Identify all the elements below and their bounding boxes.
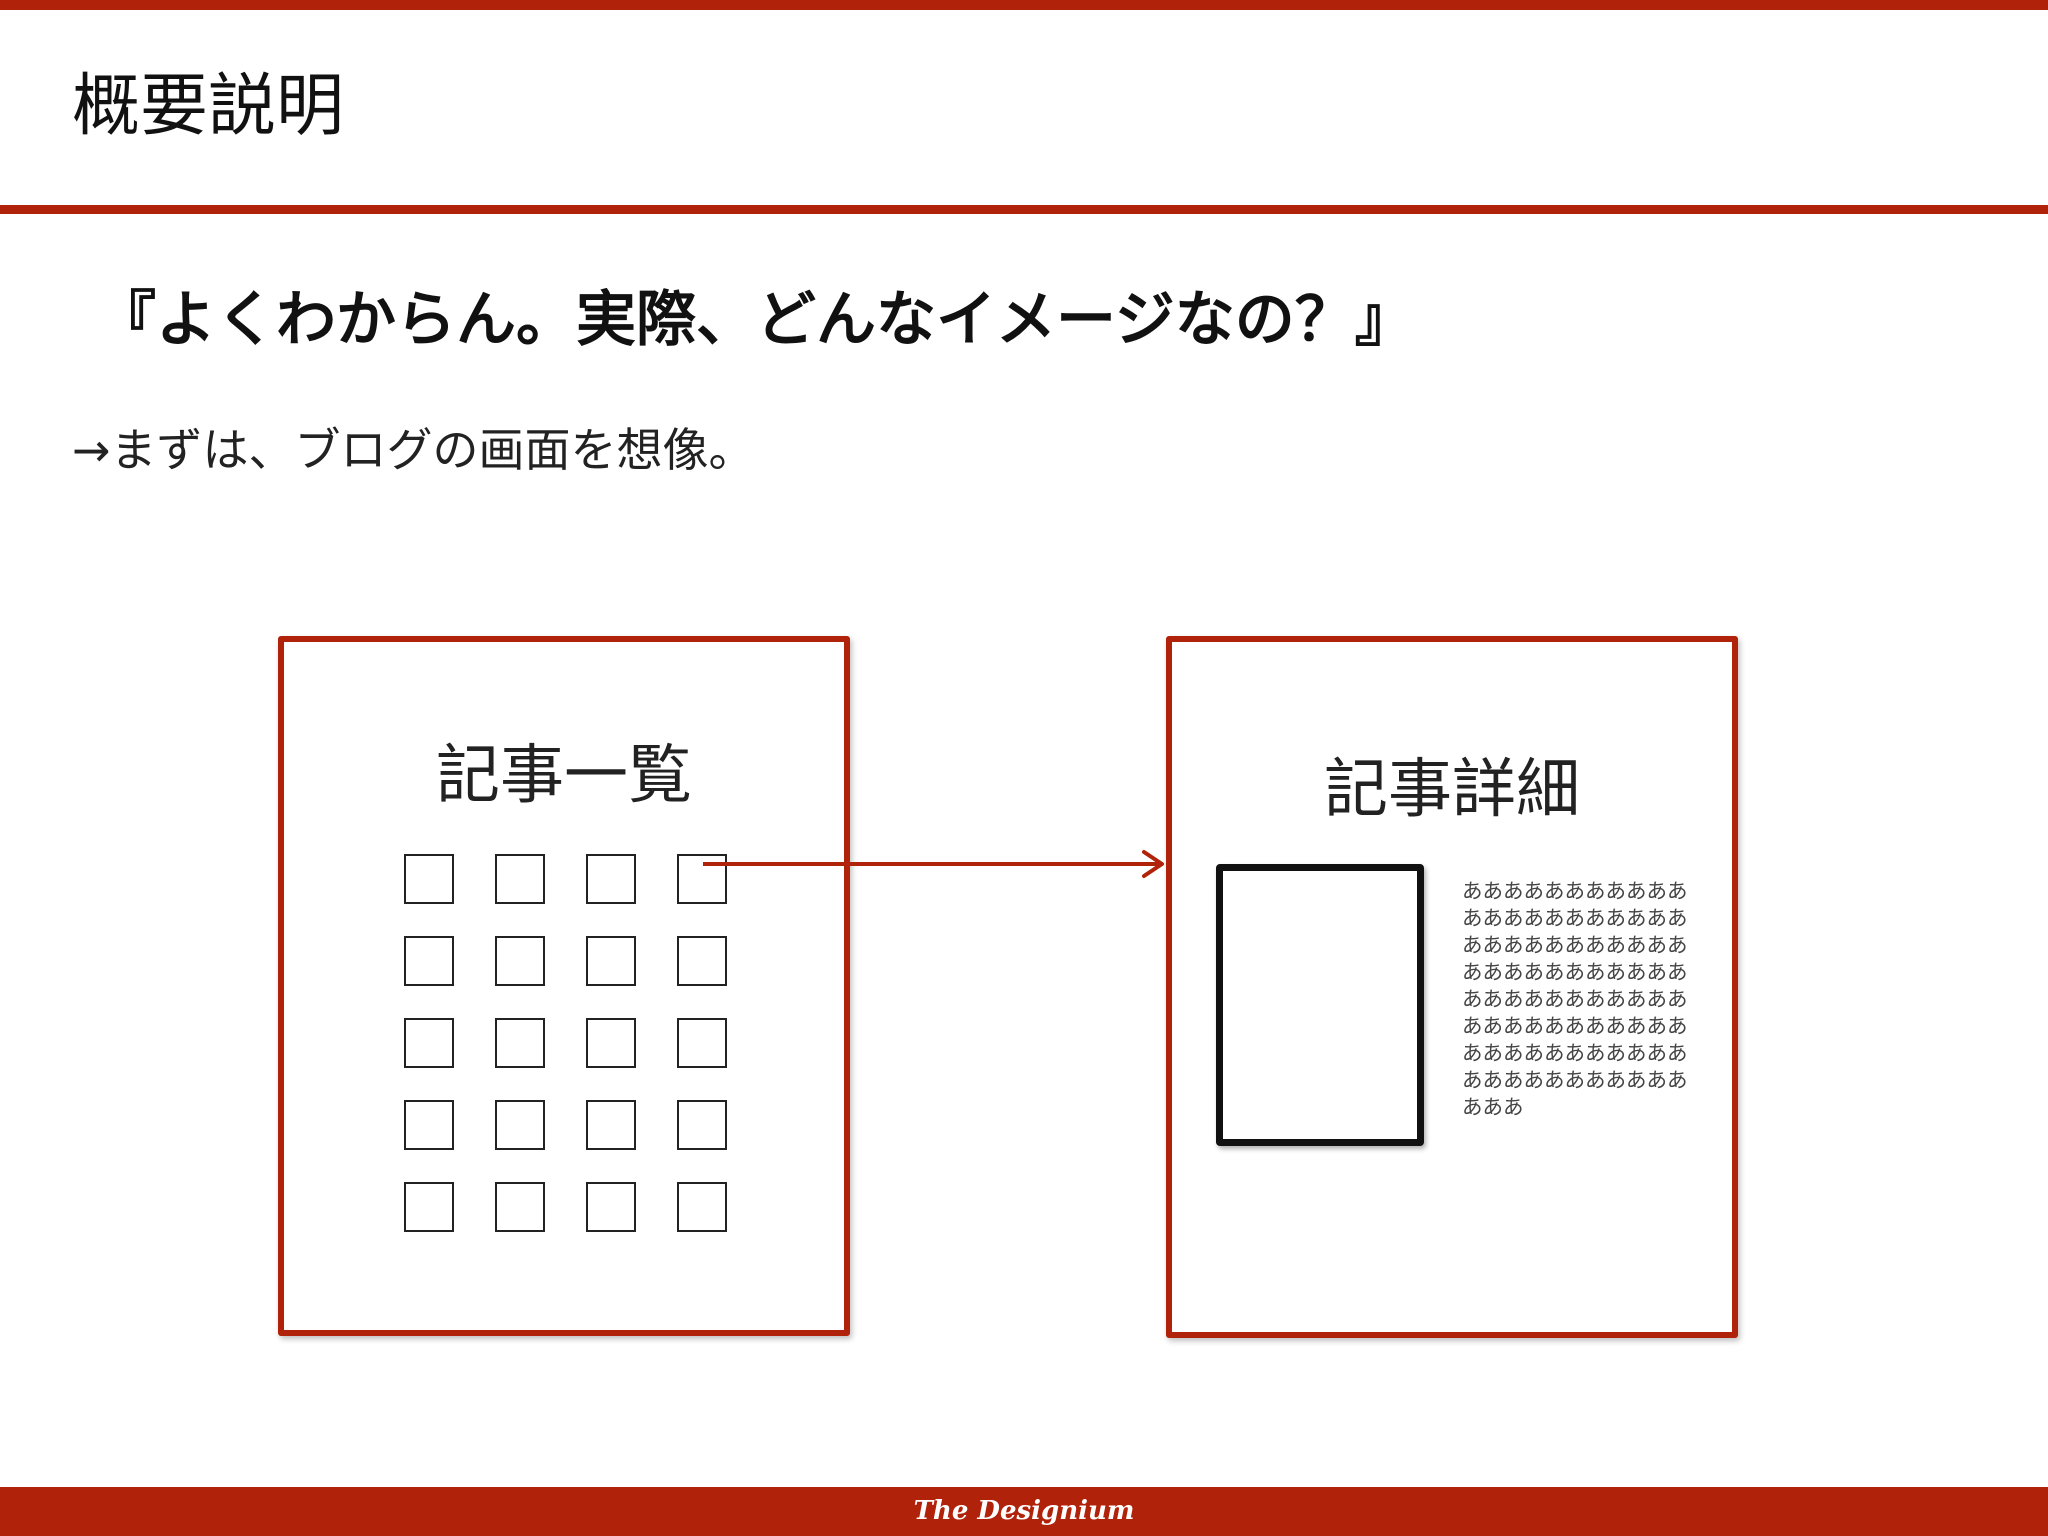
- article-thumbnail: [677, 936, 727, 986]
- header-divider: [0, 205, 2048, 214]
- slide-question: 『よくわからん。実際、どんなイメージなの？』: [96, 285, 1415, 355]
- article-thumbnail: [677, 1018, 727, 1068]
- article-image-placeholder: [1216, 864, 1424, 1146]
- article-list-title: 記事一覧: [436, 739, 692, 813]
- article-body-text: ああああああああああああああああああああああああああああああああああああああああ…: [1462, 879, 1688, 1119]
- article-thumbnail: [404, 1100, 454, 1150]
- article-thumbnail: [404, 854, 454, 904]
- article-thumbnail: [586, 1100, 636, 1150]
- article-thumbnail: [495, 1018, 545, 1068]
- article-thumbnail: [677, 854, 727, 904]
- slide-lead-text: →まずは、ブログの画面を想像。: [72, 423, 755, 477]
- article-thumbnail: [677, 1100, 727, 1150]
- arrow-head: [1142, 850, 1164, 878]
- article-thumbnail: [495, 1100, 545, 1150]
- article-detail-panel: 記事詳細 あああああああああああああああああああああああああああああああああああ…: [1166, 636, 1738, 1338]
- article-thumbnail: [495, 1182, 545, 1232]
- slide-title: 概要説明: [72, 67, 345, 146]
- top-accent-bar: [0, 0, 2048, 10]
- article-thumbnail: [495, 854, 545, 904]
- article-thumbnail: [586, 936, 636, 986]
- footer-bar: The Designium: [0, 1487, 2048, 1536]
- article-thumbnail: [677, 1182, 727, 1232]
- article-grid: [404, 854, 727, 1232]
- article-thumbnail: [495, 936, 545, 986]
- article-thumbnail: [404, 936, 454, 986]
- article-thumbnail: [586, 854, 636, 904]
- article-list-panel: 記事一覧: [278, 636, 850, 1336]
- article-detail-title: 記事詳細: [1324, 753, 1580, 827]
- article-thumbnail: [404, 1182, 454, 1232]
- footer-logo: The Designium: [913, 1496, 1135, 1526]
- article-thumbnail: [404, 1018, 454, 1068]
- article-thumbnail: [586, 1182, 636, 1232]
- article-thumbnail: [586, 1018, 636, 1068]
